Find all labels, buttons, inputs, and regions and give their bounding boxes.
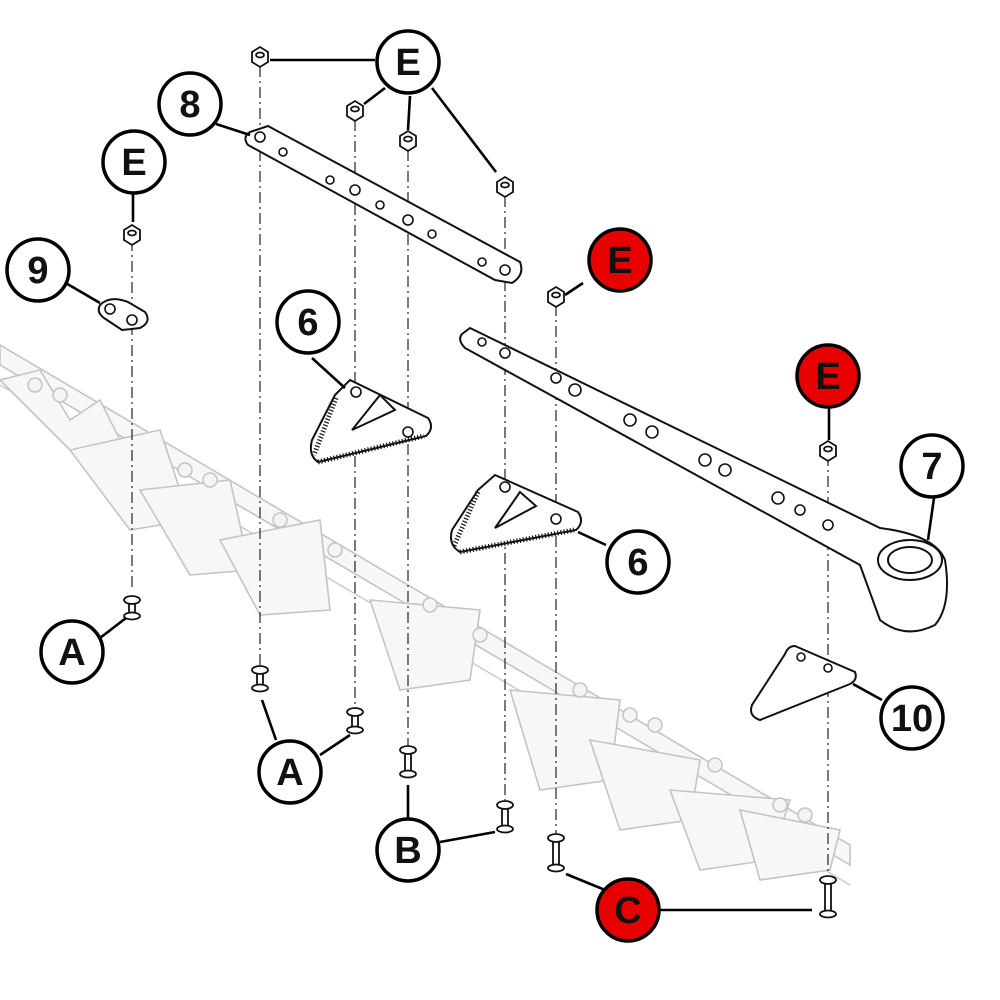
part-7-knife-head [459,326,948,633]
part-6-upper-knife-section [309,378,432,465]
callout-7: 7 [899,433,965,499]
part-6-lower-knife-section [450,473,582,555]
svg-text:7: 7 [921,446,942,488]
callout-a-left: A [39,619,105,685]
bolt-icon [399,745,417,779]
bolt-icon [251,665,269,693]
svg-text:6: 6 [627,542,648,584]
callout-c-red: C [595,877,661,943]
svg-text:8: 8 [179,84,200,126]
part-8-holes [254,131,511,276]
nut-icon [346,99,364,123]
part-7-holes [477,337,834,531]
nut-icon [547,285,565,309]
svg-text:E: E [607,240,632,282]
nut-icon [496,175,514,199]
faint-sections [0,369,841,881]
bolts [123,595,837,919]
background-sickle-bar [0,344,851,886]
nut-icon [251,45,269,69]
part-8-bar [244,124,523,285]
svg-text:E: E [395,42,420,84]
callout-e-left: E [101,129,167,195]
nut-icon [123,223,141,247]
callout-6-lower: 6 [605,529,671,595]
bolt-icon [496,800,514,834]
bolt-icon [819,875,837,919]
nut-icon [399,129,417,153]
svg-text:10: 10 [891,698,933,740]
callout-e-red-lower: E [795,343,861,409]
callout-a-bottom: A [257,739,323,805]
callout-e-red-upper: E [587,227,653,293]
svg-text:6: 6 [297,302,318,344]
nut-icon [819,439,837,463]
bolt-icon [123,595,141,621]
svg-text:A: A [276,752,303,794]
callout-9: 9 [5,237,71,303]
leader-lines [63,58,936,912]
callout-8: 8 [157,71,223,137]
part-10-plate [750,644,857,722]
bolt-icon [547,833,565,873]
callout-6-upper: 6 [275,289,341,355]
svg-text:E: E [121,142,146,184]
svg-text:B: B [394,830,421,872]
nuts [123,45,837,463]
svg-text:A: A [58,632,85,674]
part-9-plate [97,298,149,332]
callout-e-top: E [375,29,441,95]
callout-b: B [375,817,441,883]
svg-text:C: C [614,890,641,932]
svg-text:E: E [815,356,840,398]
svg-text:9: 9 [27,250,48,292]
bolt-icon [346,707,364,735]
callout-10: 10 [879,685,945,751]
faint-bolt-heads [27,377,813,823]
